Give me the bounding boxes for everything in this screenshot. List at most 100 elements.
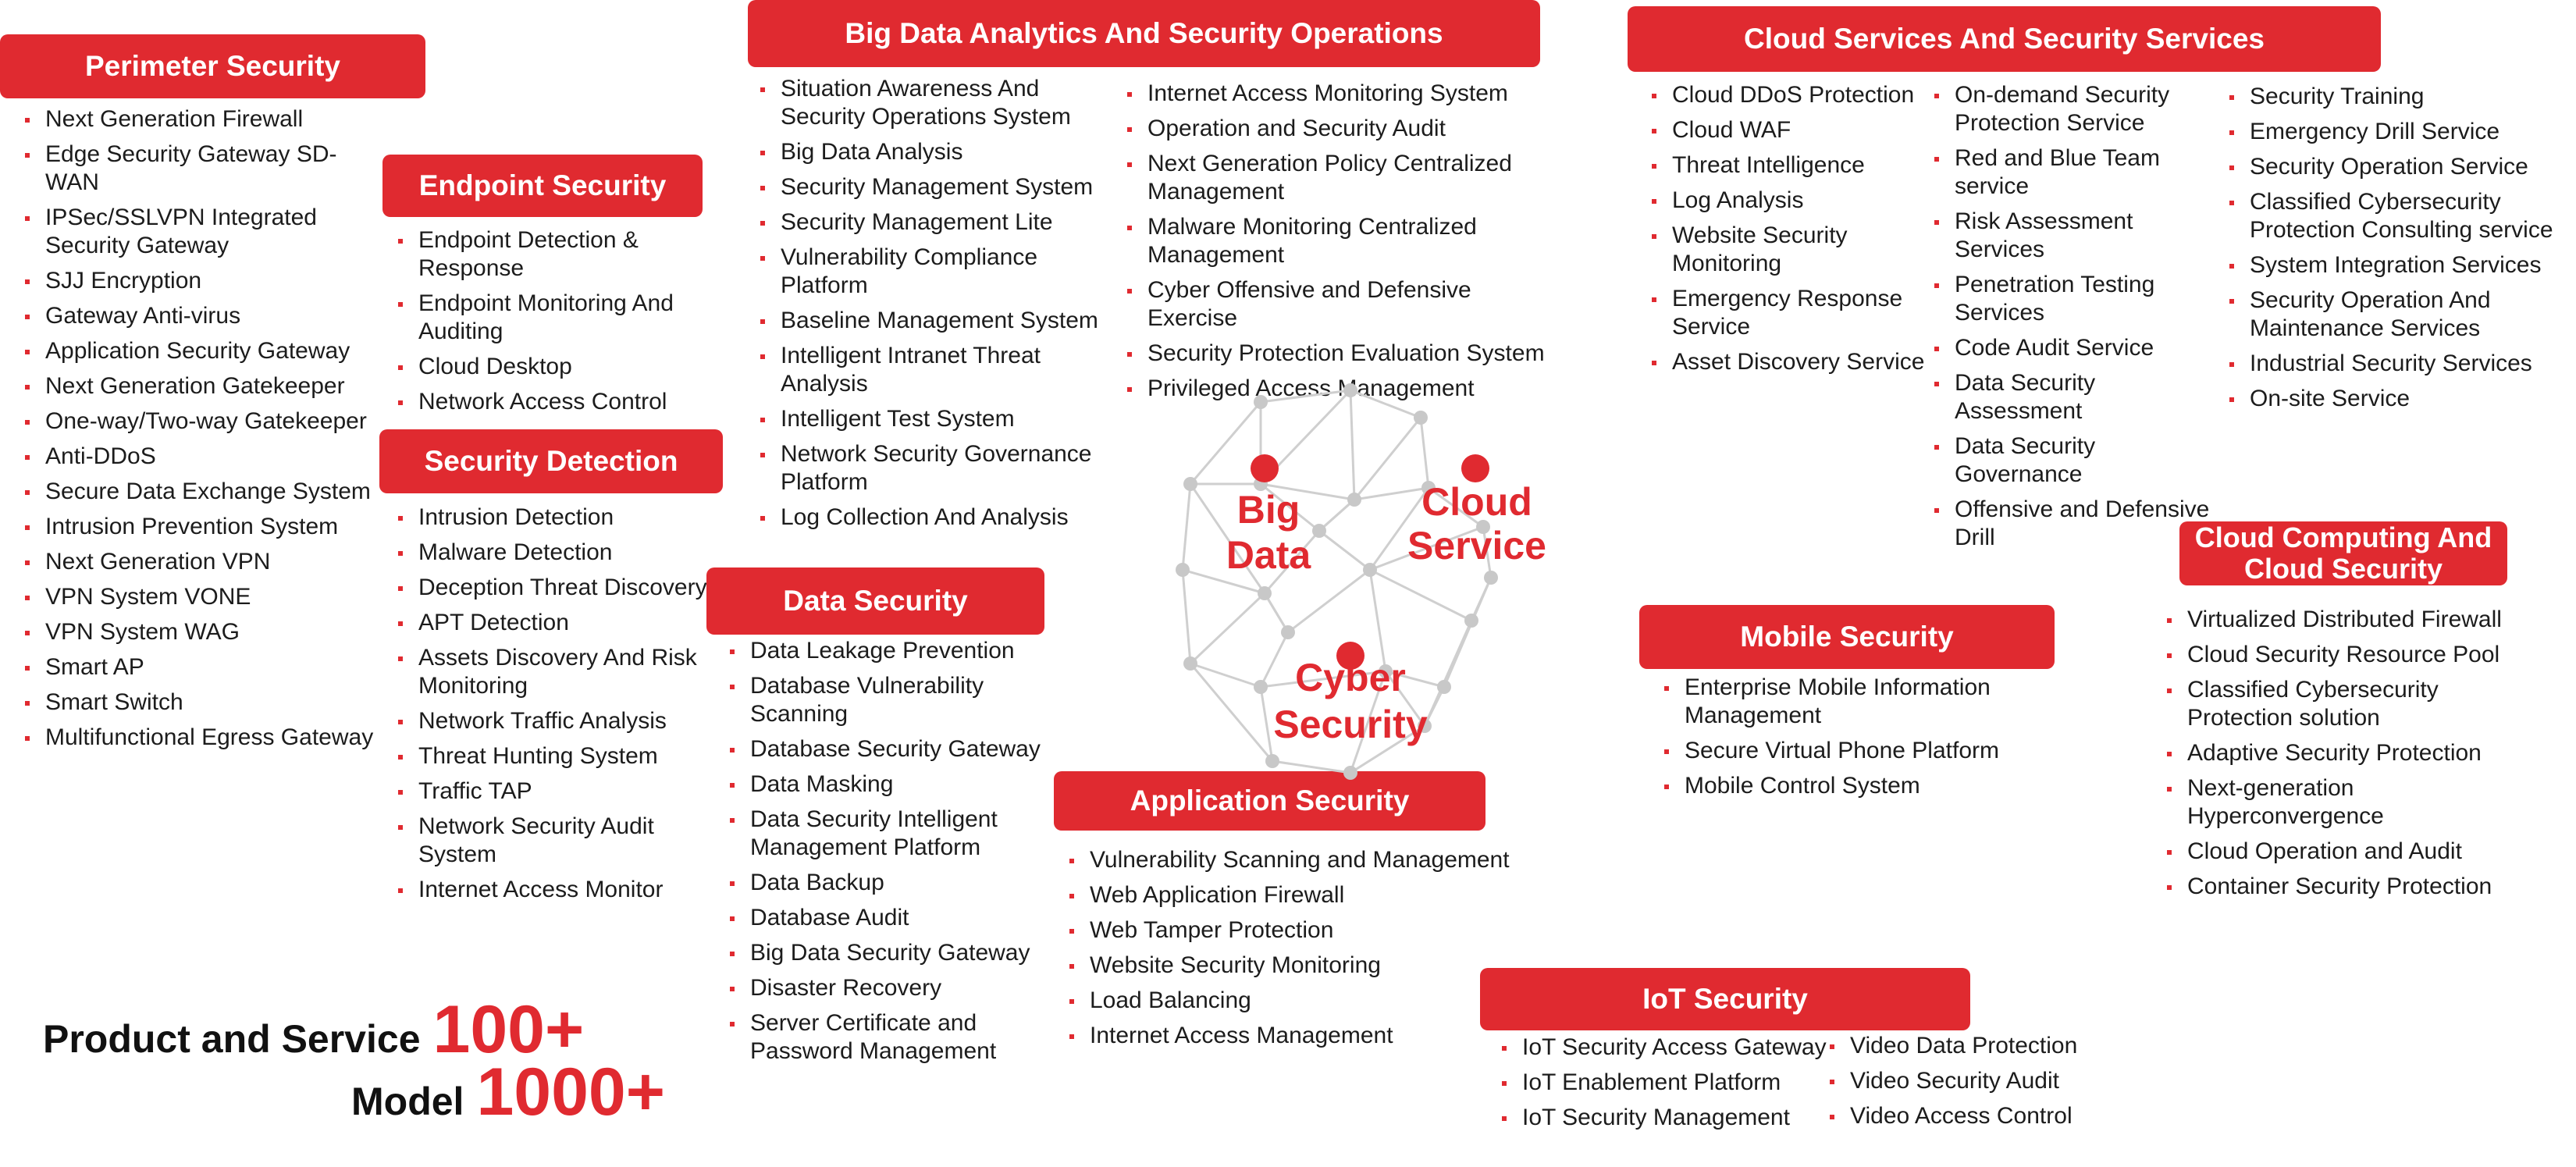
list-item: Asset Discovery Service [1649,348,1930,376]
globe-mesh-node [1418,719,1432,733]
list-item: Next Generation Gatekeeper [22,372,389,400]
globe-mesh-line [1349,390,1356,500]
globe-mesh-node [1258,586,1272,600]
list-item: Classified Cybersecurity Protection solu… [2164,676,2539,732]
list-item: Threat Hunting System [395,742,723,770]
globe-mesh-node [1347,493,1361,507]
list-item: Intrusion Detection [395,503,723,532]
list-item: Baseline Management System [757,307,1101,335]
header-cloud-computing: Cloud Computing And Cloud Security [2179,521,2507,585]
list-item: Malware Detection [395,539,723,567]
big-data-list-col1: Situation Awareness And Security Operati… [757,75,1101,539]
list-item: Network Security Governance Platform [757,440,1101,496]
globe-mesh-line [1384,671,1426,727]
list-item: Adaptive Security Protection [2164,739,2539,767]
list-item: Emergency Response Service [1649,285,1930,341]
list-item: Offensive and Defensive Drill [1931,496,2228,552]
list-item: Data Leakage Prevention [727,637,1055,665]
list-item: Cloud Operation and Audit [2164,838,2539,866]
list-item: Edge Security Gateway SD-WAN [22,141,389,197]
model-label: Model [351,1080,464,1123]
list-item: Internet Access Monitoring System [1124,80,1561,108]
list-item: Next Generation VPN [22,548,389,576]
product-service-label: Product and Service [43,1017,421,1061]
list-item: Next Generation Policy Centralized Manag… [1124,150,1561,206]
list-item: Website Security Monitoring [1066,952,1519,980]
list-item: On-demand Security Protection Service [1931,81,2228,137]
list-item: Operation and Security Audit [1124,115,1561,143]
list-item: Cloud Desktop [395,353,703,381]
header-data-security: Data Security [706,567,1044,635]
list-item: Red and Blue Team service [1931,144,2228,201]
list-item: Intelligent Test System [757,405,1101,433]
globe-mesh-node [1476,520,1490,534]
globe-mesh-line [1419,417,1430,489]
globe-mesh-node [1183,477,1197,491]
globe-mesh-line [1287,568,1371,634]
product-service-count: 100+ [432,992,585,1067]
list-item: Smart AP [22,653,389,681]
list-item: Secure Data Exchange System [22,478,389,506]
list-item: Secure Virtual Phone Platform [1661,737,2067,765]
list-item: Application Security Gateway [22,337,389,365]
globe-mesh-line [1259,632,1290,688]
list-item: Gateway Anti-virus [22,302,389,330]
globe-mesh-line [1181,569,1192,664]
globe-mesh-line [1260,389,1351,404]
header-perimeter-security: Perimeter Security [0,34,425,98]
globe-highlight-node [1461,454,1489,482]
list-item: SJJ Encryption [22,267,389,295]
globe-mesh-node [1437,680,1451,694]
globe-mesh-line [1482,526,1493,578]
globe-mesh-line [1260,482,1320,532]
list-item: Mobile Control System [1661,772,2067,800]
list-item: Data Masking [727,770,1055,799]
list-item: Log Analysis [1649,187,1930,215]
list-item: Industrial Security Services [2226,350,2570,378]
list-item: Endpoint Detection & Response [395,226,703,283]
globe-mesh-line [1260,670,1386,688]
mobile-security-list: Enterprise Mobile Information Management… [1661,674,2067,807]
list-item: Video Security Audit [1827,1067,2108,1095]
globe-mesh-line [1368,487,1430,571]
list-item: Assets Discovery And Risk Monitoring [395,644,723,700]
list-item: Multifunctional Egress Gateway [22,724,389,752]
model-count: 1000+ [476,1055,665,1130]
list-item: Intelligent Intranet Threat Analysis [757,342,1101,398]
list-item: Cloud DDoS Protection [1649,81,1930,109]
globe-mesh-node [1254,395,1268,409]
globe-mesh-node [1421,481,1436,495]
globe-mesh-node [1414,411,1428,425]
list-item: Emergency Drill Service [2226,118,2570,146]
list-item: Next Generation Firewall [22,105,389,133]
globe-mesh-node [1379,664,1393,678]
globe-mesh-node [1464,614,1478,628]
globe-mesh-nodes [1176,383,1498,780]
list-item: Data Security Assessment [1931,369,2228,425]
list-item: Next-generation Hyperconvergence [2164,774,2539,831]
list-item: On-site Service [2226,385,2570,413]
list-item: Big Data Security Gateway [727,939,1055,967]
list-item: Web Tamper Protection [1066,916,1519,945]
globe-highlight-node [1251,454,1279,482]
globe-mesh-line [1190,662,1261,688]
globe-mesh-line [1443,577,1493,688]
list-item: Virtualized Distributed Firewall [2164,606,2539,634]
list-item: Enterprise Mobile Information Management [1661,674,2067,730]
list-item: Cyber Offensive and Defensive Exercise [1124,276,1561,333]
list-item: Container Security Protection [2164,873,2539,901]
globe-highlight-nodes [1251,454,1489,670]
globe-mesh-line [1318,498,1355,532]
list-item: Smart Switch [22,688,389,717]
list-item: Security Protection Evaluation System [1124,340,1561,368]
globe-mesh-line [1189,401,1262,485]
globe-mesh-line [1350,724,1425,774]
model-stat: Model 1000+ [351,1054,665,1131]
list-item: Data Security Governance [1931,432,2228,489]
list-item: Internet Access Management [1066,1022,1519,1050]
